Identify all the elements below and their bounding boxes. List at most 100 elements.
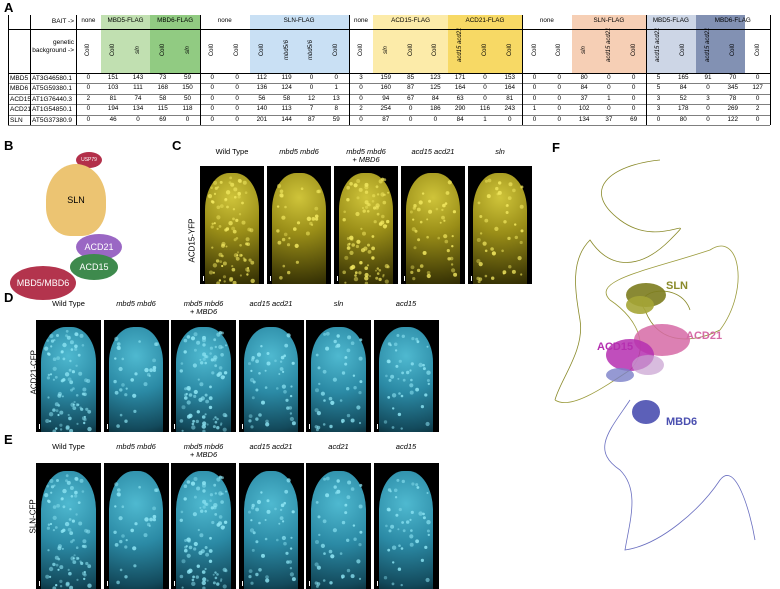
scale-bar [107,581,108,586]
column-title: acd15 [374,443,439,451]
table-rule [8,125,770,126]
bait-group-11: MBD6-FLAG [696,18,770,24]
nuclei-dots [200,166,264,284]
table-cell: 0 [200,117,225,123]
nuclei-dots [171,463,236,589]
column-label: Col0 [358,38,364,62]
table-cell: 0 [225,96,250,102]
nuclei-dots [36,320,101,432]
table-cell: 0 [522,75,547,81]
nuclei-dots [36,463,101,589]
scale-bar [242,581,243,586]
table-cell: 81 [101,96,126,102]
column-title: mbd5 mbd6 + MBD6 [334,148,398,164]
micrograph [239,320,304,432]
column-label: Col0 [730,38,736,62]
column-title: acd15 acd21 [401,148,465,156]
bait-header: BAIT -> [36,18,74,25]
bait-group-6: ACD15-FLAG [373,18,447,24]
table-cell: 0 [597,106,622,112]
structure-label-acd15: ACD15 [597,341,633,353]
table-cell: 0 [349,117,374,123]
micrograph [334,166,398,284]
table-cell: 140 [250,106,275,112]
column-label: Col0 [259,38,265,62]
scale-bar [309,581,310,586]
table-cell: 69 [150,117,175,123]
table-cell: 0 [696,117,721,123]
table-cell: 0 [225,85,250,91]
table-cell: 85 [398,75,423,81]
table-cell: 168 [150,85,175,91]
column-label: mbd5/6 [308,38,314,62]
table-cell: 94 [373,96,398,102]
table-cell: 1 [522,106,547,112]
structure-label-sln: SLN [666,280,688,292]
nuclei-dots [104,463,169,589]
column-label: Col0 [85,38,91,62]
table-cell: 0 [76,106,101,112]
bait-group-8: none [522,18,572,24]
table-cell: 1 [324,85,349,91]
column-title: mbd5 mbd6 [104,443,169,451]
acd15-blob: ACD15 [70,254,118,280]
scale-bar [174,581,175,586]
table-cell: 74 [126,96,151,102]
table-cell: 102 [572,106,597,112]
table-cell: 0 [547,106,572,112]
background-header: genetic background -> [28,39,74,55]
table-cell: 0 [76,117,101,123]
column-label: Col0 [556,38,562,62]
table-cell: 150 [175,85,200,91]
table-cell: 0 [547,75,572,81]
table-cell: 201 [250,117,275,123]
column-label: Col0 [680,38,686,62]
bait-group-0: none [76,18,101,24]
table-cell: 0 [522,96,547,102]
column-label: sln [185,38,191,62]
panel-c-side-label: ACD15-YFP [188,203,197,263]
bait-group-5: none [349,18,374,24]
table-cell: 0 [522,117,547,123]
table-cell: 81 [497,96,522,102]
micrograph [36,320,101,432]
table-cell: 84 [572,85,597,91]
table-cell: 0 [200,96,225,102]
structure-label-mbd6: MBD6 [666,416,697,428]
micrograph [104,463,169,589]
panel-label-a: A [4,0,13,15]
table-cell: 69 [621,117,646,123]
table-cell: 0 [175,117,200,123]
nuclei-dots [401,166,465,284]
table-cell: 2 [745,106,770,112]
scale-bar [242,424,243,429]
micrograph [306,320,371,432]
micrograph [306,463,371,589]
table-cell: 84 [671,85,696,91]
row-gene: AT5G37380.9 [32,117,72,124]
table-cell: 160 [373,85,398,91]
row-name: ACD21 [10,106,31,113]
table-cell: 0 [299,85,324,91]
column-title: mbd5 mbd6 [104,300,169,308]
table-cell: 3 [646,106,671,112]
row-gene: AT1G76440.3 [32,96,72,103]
table-cell: 91 [696,75,721,81]
column-label: Col0 [408,38,414,62]
table-rule [8,15,9,125]
table-cell: 0 [225,75,250,81]
table-cell: 0 [547,117,572,123]
table-cell: 116 [473,106,498,112]
column-title: Wild Type [200,148,264,156]
column-label: Col0 [482,38,488,62]
nuclei-dots [267,166,331,284]
nuclei-dots [374,320,439,432]
table-cell: 80 [572,75,597,81]
table-cell: 113 [274,106,299,112]
table-cell: 0 [349,85,374,91]
table-cell: 123 [423,75,448,81]
table-cell: 159 [373,75,398,81]
scale-bar [39,424,40,429]
table-cell: 127 [745,85,770,91]
table-cell: 118 [175,106,200,112]
